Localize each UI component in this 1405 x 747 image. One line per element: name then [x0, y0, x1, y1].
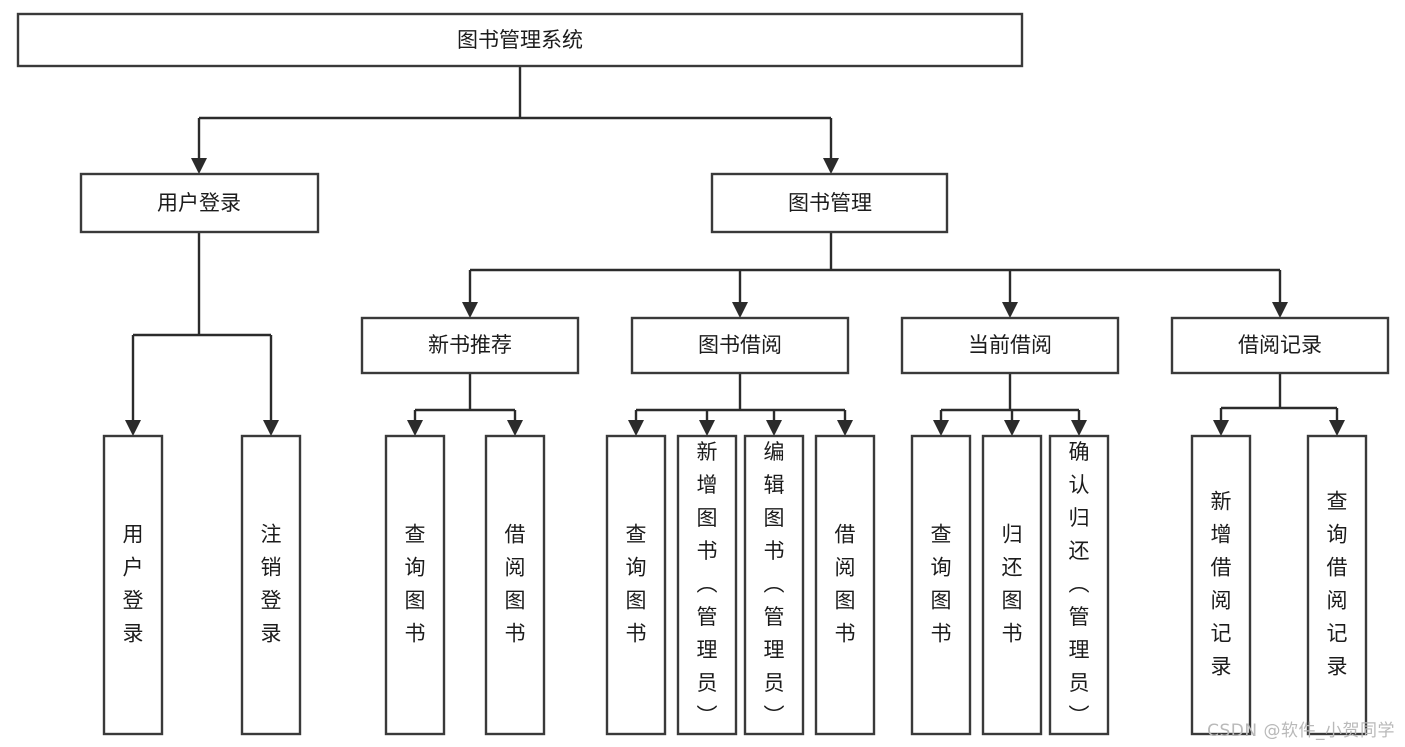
- leaf-add-book-box[interactable]: [676, 434, 738, 736]
- leaf-query-book-rec-label: 查询图书: [405, 523, 426, 646]
- leaf-confirm-return-box[interactable]: [1048, 434, 1110, 736]
- book-manage-label: 图书管理: [788, 191, 872, 215]
- node-book-manage[interactable]: 图书管理: [710, 172, 949, 234]
- edges-bookborrow-to-leaves: [628, 373, 853, 436]
- user-login-box[interactable]: [79, 172, 320, 234]
- node-new-book-recommend[interactable]: 新书推荐: [360, 316, 580, 375]
- edges-bookmanage-to-level3: [462, 232, 1288, 318]
- borrow-record-label: 借阅记录: [1238, 333, 1322, 357]
- leaf-query-book-rec[interactable]: 查询图书: [384, 434, 446, 736]
- leaf-query-book-bor-label: 查询图书: [626, 523, 647, 646]
- leaf-borrow-book-rec[interactable]: 借阅图书: [484, 434, 546, 736]
- leaf-query-book-cur-box[interactable]: [910, 434, 972, 736]
- leaf-query-record-label: 查询借阅记录: [1327, 490, 1348, 679]
- edges-newbook-to-leaves: [407, 373, 523, 436]
- node-root[interactable]: 图书管理系统: [16, 12, 1024, 68]
- leaf-user-login-box[interactable]: [102, 434, 164, 736]
- edges-currentborrow-to-leaves: [933, 373, 1087, 436]
- leaf-confirm-return[interactable]: 确认归还︵管理员︶: [1048, 434, 1110, 736]
- book-borrow-box[interactable]: [630, 316, 850, 375]
- leaf-borrow-book-rec-label: 借阅图书: [505, 523, 526, 646]
- leaf-query-book-bor-box[interactable]: [605, 434, 667, 736]
- node-borrow-record[interactable]: 借阅记录: [1170, 316, 1390, 375]
- leaf-add-book-label: 新增图书︵管理员︶: [697, 440, 718, 728]
- leaf-user-login-label: 用户登录: [123, 523, 144, 646]
- leaf-edit-book-box[interactable]: [743, 434, 805, 736]
- leaf-logout-label: 注销登录: [261, 523, 282, 646]
- leaf-borrow-book-rec-box[interactable]: [484, 434, 546, 736]
- leaf-query-book-rec-box[interactable]: [384, 434, 446, 736]
- leaf-add-book[interactable]: 新增图书︵管理员︶: [676, 434, 738, 736]
- borrow-record-box[interactable]: [1170, 316, 1390, 375]
- leaf-return-book-label: 归还图书: [1002, 523, 1023, 646]
- new-book-recommend-label: 新书推荐: [428, 333, 512, 357]
- new-book-recommend-box[interactable]: [360, 316, 580, 375]
- leaf-confirm-return-label: 确认归还︵管理员︶: [1069, 440, 1090, 728]
- node-user-login[interactable]: 用户登录: [79, 172, 320, 234]
- root-box[interactable]: [16, 12, 1024, 68]
- root-label: 图书管理系统: [457, 28, 583, 52]
- leaf-query-record[interactable]: 查询借阅记录: [1306, 434, 1368, 736]
- leaf-borrow-book-bor-box[interactable]: [814, 434, 876, 736]
- leaf-logout[interactable]: 注销登录: [240, 434, 302, 736]
- node-current-borrow[interactable]: 当前借阅: [900, 316, 1120, 375]
- leaf-borrow-book-bor[interactable]: 借阅图书: [814, 434, 876, 736]
- leaf-add-record[interactable]: 新增借阅记录: [1190, 434, 1252, 736]
- current-borrow-label: 当前借阅: [968, 333, 1052, 357]
- leaf-logout-box[interactable]: [240, 434, 302, 736]
- book-borrow-label: 图书借阅: [698, 333, 782, 357]
- current-borrow-box[interactable]: [900, 316, 1120, 375]
- leaf-nodes-layer: 用户登录 注销登录 查询图书 借阅图书 查询图书 新增图书︵管理员︶ 编辑图书︵管理员︶ 借阅…: [102, 434, 1368, 736]
- edges-borrowrecord-to-leaves: [1213, 373, 1345, 436]
- book-manage-box[interactable]: [710, 172, 949, 234]
- leaf-add-record-label: 新增借阅记录: [1211, 490, 1232, 679]
- user-login-label: 用户登录: [157, 191, 241, 215]
- leaf-query-book-cur-label: 查询图书: [931, 523, 952, 646]
- leaf-return-book[interactable]: 归还图书: [981, 434, 1043, 736]
- leaf-user-login[interactable]: 用户登录: [102, 434, 164, 736]
- leaf-edit-book[interactable]: 编辑图书︵管理员︶: [743, 434, 805, 736]
- leaf-query-book-cur[interactable]: 查询图书: [910, 434, 972, 736]
- leaf-edit-book-label: 编辑图书︵管理员︶: [764, 440, 785, 728]
- node-book-borrow[interactable]: 图书借阅: [630, 316, 850, 375]
- edges-userlogin-to-leaves: [125, 232, 279, 436]
- leaf-add-record-box[interactable]: [1190, 434, 1252, 736]
- leaf-borrow-book-bor-label: 借阅图书: [835, 523, 856, 646]
- csdn-watermark: CSDN @软件_小贺同学: [1207, 721, 1395, 741]
- leaf-query-book-bor[interactable]: 查询图书: [605, 434, 667, 736]
- edges-root-to-level2: [191, 66, 839, 174]
- leaf-query-record-box[interactable]: [1306, 434, 1368, 736]
- leaf-return-book-box[interactable]: [981, 434, 1043, 736]
